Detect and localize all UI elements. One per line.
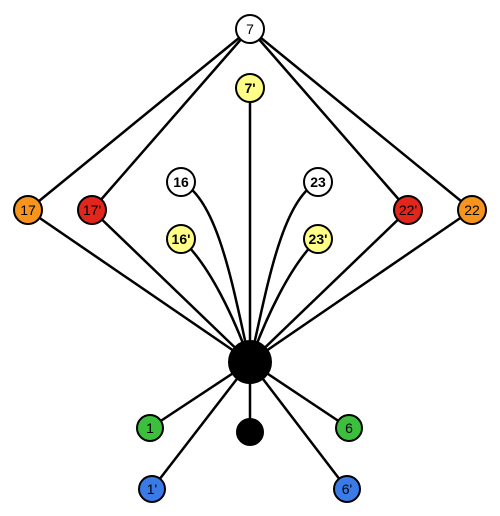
node-23-prime: 23' — [303, 224, 333, 254]
node-1: 1 — [136, 414, 164, 442]
node-23: 23 — [303, 167, 333, 197]
edge-hub-1p — [151, 361, 251, 490]
edge-7-17 — [27, 28, 251, 211]
edge-16-hub — [180, 180, 252, 363]
node-22: 22 — [457, 195, 487, 225]
node-6-prime-label: 6' — [342, 481, 352, 497]
edge-17p-hub — [91, 209, 251, 363]
hub-node — [228, 340, 272, 384]
edge-23-hub — [248, 180, 319, 363]
edge-7-22 — [249, 28, 473, 211]
edge-22-hub — [249, 208, 473, 364]
node-1-label: 1 — [146, 420, 154, 436]
node-23-prime-label: 23' — [309, 231, 328, 247]
node-22-prime-label: 22' — [399, 202, 417, 218]
edge-hub-6p — [249, 361, 348, 490]
node-16: 16 — [166, 167, 196, 197]
node-16-label: 16 — [173, 174, 189, 190]
edge-7-17p — [91, 28, 251, 211]
node-6-label: 6 — [345, 420, 353, 436]
node-17-label: 17 — [20, 202, 36, 218]
edge-22p-hub — [249, 209, 409, 363]
node-1-prime: 1' — [138, 475, 166, 503]
node-7: 7 — [235, 14, 265, 44]
nodes-group: 7 7' 16 23 16' 23' 17 17' — [13, 14, 487, 503]
node-1-prime-label: 1' — [147, 481, 157, 497]
node-6-prime: 6' — [333, 475, 361, 503]
tail-node — [236, 418, 264, 446]
node-17: 17 — [13, 195, 43, 225]
node-7-prime-label: 7' — [244, 80, 255, 96]
node-16-prime-label: 16' — [172, 231, 191, 247]
node-22-prime: 22' — [393, 195, 423, 225]
edge-7-22p — [249, 28, 409, 211]
node-7-label: 7 — [246, 21, 254, 37]
edge-17-hub — [27, 208, 251, 364]
node-6: 6 — [335, 414, 363, 442]
node-17-prime-label: 17' — [83, 202, 101, 218]
node-23-label: 23 — [310, 174, 326, 190]
node-7-prime: 7' — [235, 73, 265, 103]
node-17-prime: 17' — [77, 195, 107, 225]
node-16-prime: 16' — [166, 224, 196, 254]
node-22-label: 22 — [464, 202, 480, 218]
